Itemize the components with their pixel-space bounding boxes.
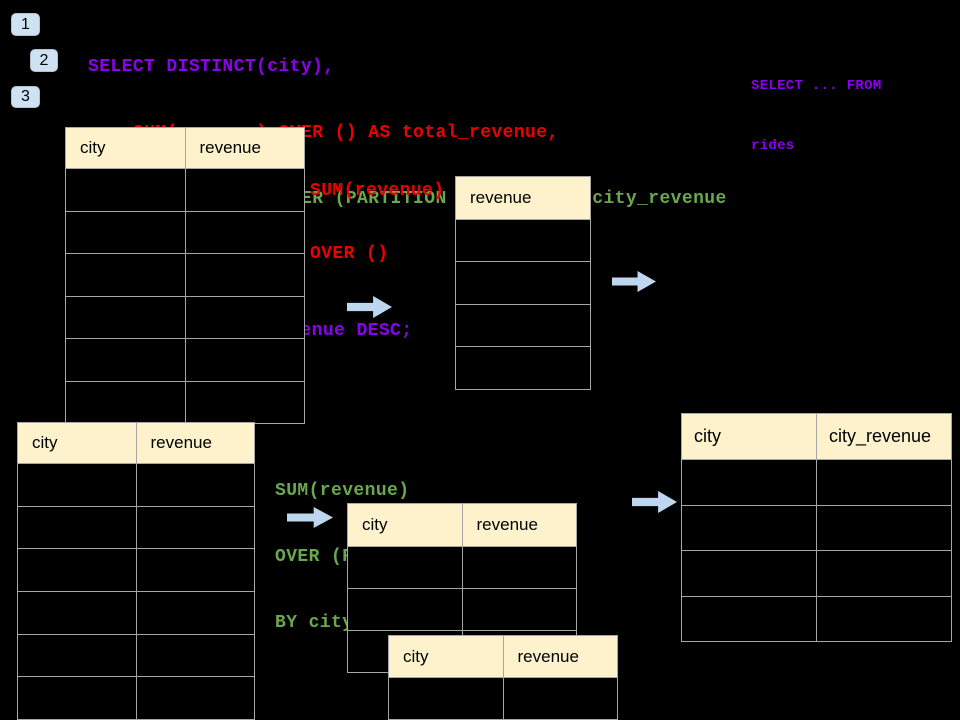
table-cell [18, 677, 137, 720]
table-final-result: city city_revenue [681, 413, 952, 643]
column-header-city-revenue: city_revenue [817, 414, 951, 459]
column-header-revenue: revenue [136, 423, 254, 463]
table-cell [389, 678, 504, 719]
table-cell [456, 305, 590, 346]
table-row [18, 463, 254, 506]
column-header-city: city [18, 423, 137, 463]
side-note-line-2: rides [751, 138, 795, 154]
step-badge-1: 1 [11, 13, 40, 36]
step-badge-3: 3 [11, 86, 40, 108]
table-row [18, 505, 255, 549]
step-badge-2: 2 [30, 49, 58, 72]
table-row [682, 550, 951, 596]
table-cell [66, 254, 186, 296]
table-header-row: revenue [456, 177, 590, 219]
table-row [66, 168, 304, 211]
table-row [456, 261, 590, 303]
table-cell [137, 549, 255, 591]
table-source-bottom: city revenue [17, 422, 255, 720]
column-header-city: city [66, 128, 186, 168]
column-header-city: city [389, 636, 504, 677]
table-cell [456, 220, 590, 261]
side-note-select-from: SELECT ... FROM rides [751, 36, 882, 196]
table-cell [817, 551, 951, 596]
table-row [18, 633, 255, 677]
table-row [348, 588, 576, 630]
sql-line-select: SELECT DISTINCT(city), [88, 57, 335, 77]
table-cell [66, 211, 186, 253]
table-header-row: city revenue [348, 504, 576, 546]
table-cell [66, 339, 186, 381]
table-row [66, 380, 305, 424]
table-partition-overlay: city revenue [388, 635, 618, 720]
column-header-city: city [348, 504, 463, 546]
table-cell [137, 507, 255, 549]
annotation-total-line-2: OVER () [310, 244, 389, 264]
table-cell [463, 589, 577, 630]
table-cell [137, 677, 255, 719]
table-row [682, 595, 951, 642]
table-cell [66, 169, 186, 211]
table-cell [137, 464, 255, 506]
column-header-city: city [682, 414, 817, 459]
table-cell [456, 347, 590, 388]
table-cell [682, 596, 817, 642]
column-header-revenue: revenue [456, 177, 590, 219]
table-row [389, 677, 617, 719]
table-cell [18, 464, 137, 506]
table-cell [18, 592, 137, 634]
table-cell [186, 212, 305, 254]
table-cell [137, 635, 255, 677]
table-cell [186, 339, 305, 381]
table-cell [18, 506, 137, 549]
table-source-top: city revenue [65, 127, 305, 424]
table-row [348, 546, 576, 588]
annotation-total-line-1: SUM(revenue) [310, 181, 445, 201]
table-cell [456, 262, 590, 303]
table-cell [186, 169, 305, 211]
table-header-row: city revenue [18, 423, 254, 463]
column-header-revenue: revenue [503, 636, 617, 677]
table-cell [817, 506, 951, 551]
table-cell [137, 592, 255, 634]
table-total-result: revenue [455, 176, 591, 390]
table-row [66, 295, 305, 339]
table-cell [682, 505, 817, 551]
table-cell [18, 549, 137, 592]
column-header-revenue: revenue [185, 128, 304, 168]
table-cell [348, 547, 463, 588]
table-row [66, 253, 304, 296]
table-row [18, 676, 255, 720]
side-note-line-1: SELECT ... FROM [751, 78, 882, 94]
table-header-row: city city_revenue [682, 414, 951, 459]
table-cell [186, 297, 305, 339]
table-row [682, 459, 951, 505]
table-header-row: city revenue [66, 128, 304, 168]
table-cell [186, 254, 305, 296]
table-row [456, 346, 590, 388]
table-header-row: city revenue [389, 636, 617, 677]
table-cell [18, 634, 137, 677]
table-cell [817, 460, 951, 505]
table-cell [348, 589, 463, 630]
table-cell [463, 547, 577, 588]
table-cell [66, 296, 186, 338]
table-cell [817, 597, 951, 642]
flow-arrow-icon [632, 491, 677, 513]
table-row [682, 504, 951, 551]
table-row [18, 548, 255, 592]
table-row [456, 219, 590, 261]
table-cell [504, 678, 618, 719]
table-row [18, 591, 254, 634]
table-row [66, 338, 304, 381]
column-header-revenue: revenue [462, 504, 576, 546]
annotation-total-revenue: SUM(revenue) OVER () [310, 139, 444, 307]
annotation-partition-line-1: SUM(revenue) [275, 481, 410, 501]
table-cell [66, 381, 186, 423]
table-cell [186, 382, 305, 424]
table-row [66, 210, 305, 254]
table-row [456, 303, 590, 346]
table-cell [682, 460, 817, 505]
table-cell [682, 551, 817, 596]
